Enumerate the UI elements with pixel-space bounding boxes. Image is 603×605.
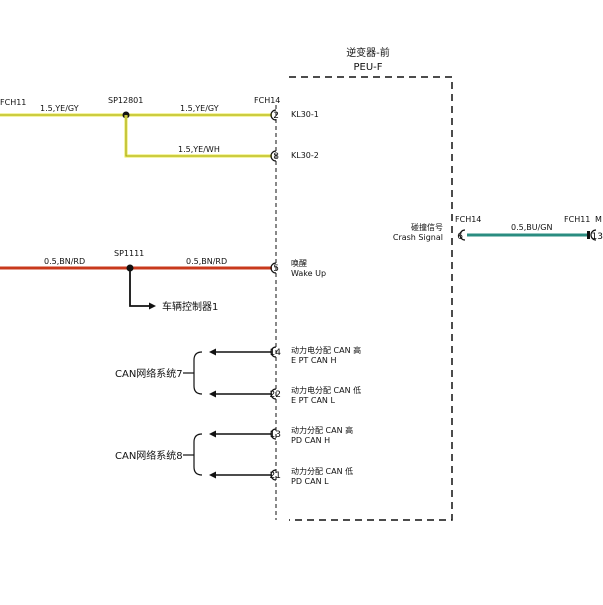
connector-end-marker bbox=[587, 231, 590, 239]
module-name-cn: 逆变器-前 bbox=[346, 46, 390, 59]
arrow-right-icon bbox=[149, 302, 156, 310]
bracket-can7 bbox=[193, 351, 203, 395]
pin-terminal-crash bbox=[459, 229, 466, 241]
can8-label: CAN网络系统8 bbox=[115, 449, 183, 462]
pin-number-crash: 6 bbox=[457, 232, 463, 242]
pin-number: 13 bbox=[270, 430, 281, 440]
wire-label-w6: 0.5,BU/GN bbox=[511, 223, 553, 232]
vehicle-controller-label: 车辆控制器1 bbox=[162, 300, 218, 313]
arrow-left-icon bbox=[209, 471, 216, 479]
splice-label-sp1111: SP1111 bbox=[114, 249, 144, 258]
can7-label: CAN网络系统7 bbox=[115, 367, 183, 380]
wire-label-w1: 1.5,YE/GY bbox=[40, 104, 79, 113]
pin-label-en: Wake Up bbox=[291, 269, 326, 278]
connector-fch14-top: FCH14 bbox=[254, 96, 280, 105]
pin-label: 动力分配 CAN 低 bbox=[291, 466, 353, 476]
pin-label-en: E PT CAN L bbox=[291, 396, 335, 405]
arrow-left-icon bbox=[209, 390, 216, 398]
crash-label-cn: 碰撞信号 bbox=[411, 222, 443, 232]
pin-terminal-remote bbox=[590, 229, 597, 241]
connector-m-right: M bbox=[595, 215, 602, 224]
pin-label: KL30-1 bbox=[291, 110, 319, 119]
pin-label: KL30-2 bbox=[291, 151, 319, 160]
pin-number: 14 bbox=[270, 348, 282, 358]
pin-terminals bbox=[270, 109, 277, 481]
wire-to-vehicle-controller bbox=[129, 268, 150, 307]
wire-label-w5: 0.5,BN/RD bbox=[186, 257, 227, 266]
pin-label: 唤醒 bbox=[291, 258, 307, 268]
module-name-en: PEU-F bbox=[353, 62, 382, 73]
pin-number: 2 bbox=[273, 111, 279, 121]
pin-number: 21 bbox=[270, 471, 281, 481]
arrow-left-icon bbox=[209, 348, 216, 356]
pin-label-en: PD CAN H bbox=[291, 436, 330, 445]
pin-number: 8 bbox=[273, 152, 279, 162]
pin-label-en: PD CAN L bbox=[291, 477, 329, 486]
pin-number: 5 bbox=[273, 264, 279, 274]
module-box bbox=[289, 76, 453, 521]
connector-fch11-right: FCH11 bbox=[564, 215, 590, 224]
pin-label: 动力电分配 CAN 低 bbox=[291, 385, 361, 395]
pin-label: 动力分配 CAN 高 bbox=[291, 425, 353, 435]
connector-fch14-right: FCH14 bbox=[455, 215, 481, 224]
arrow-left-icon bbox=[209, 430, 216, 438]
pin-label: 动力电分配 CAN 高 bbox=[291, 345, 361, 355]
connector-fch11-left: FCH11 bbox=[0, 98, 26, 107]
pin-number: 22 bbox=[270, 390, 281, 400]
pin-number-remote: 13 bbox=[592, 232, 603, 242]
splice-label-sp12801: SP12801 bbox=[108, 96, 143, 105]
pin-label-en: E PT CAN H bbox=[291, 356, 336, 365]
bracket-can8 bbox=[193, 433, 203, 476]
crash-label-en: Crash Signal bbox=[393, 233, 443, 242]
wire-label-w2: 1.5,YE/GY bbox=[180, 104, 219, 113]
wire-label-w4: 0.5,BN/RD bbox=[44, 257, 85, 266]
wire-label-w3: 1.5,YE/WH bbox=[178, 145, 220, 154]
